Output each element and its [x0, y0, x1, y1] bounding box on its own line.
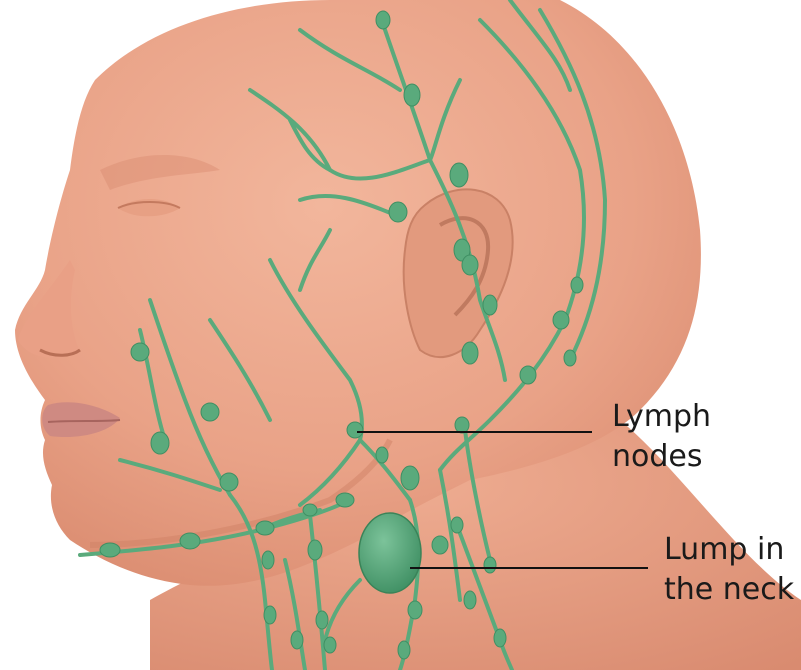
- lump-label-line2: the neck: [664, 570, 794, 610]
- lump-label: Lump in the neck: [664, 530, 794, 610]
- lymph-nodes-label-line1: Lymph: [612, 397, 711, 437]
- neck-lump: [359, 513, 421, 593]
- lymph-nodes-label: Lymph nodes: [612, 397, 711, 477]
- lump-label-line1: Lump in: [664, 530, 794, 570]
- lymph-nodes-label-line2: nodes: [612, 437, 711, 477]
